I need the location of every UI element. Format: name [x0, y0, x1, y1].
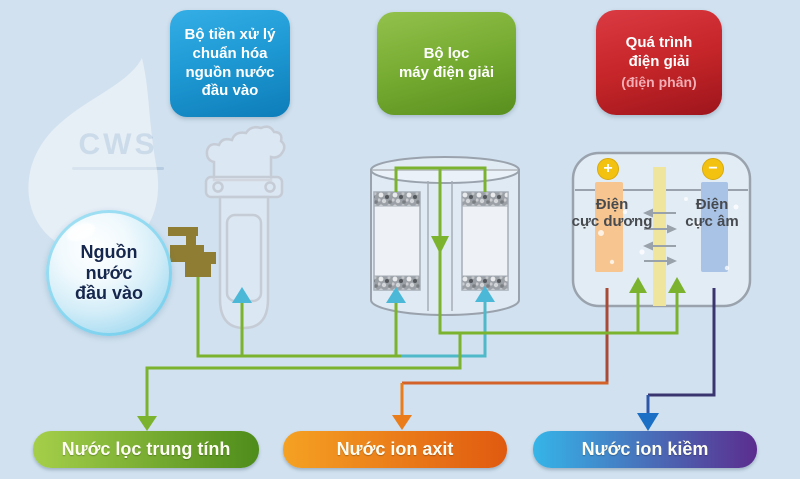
- prefilter-head: [205, 125, 286, 182]
- up-arrow-icon: [232, 287, 252, 303]
- alkaline-water-line: [637, 288, 716, 431]
- down-arrow-icon: [392, 415, 412, 430]
- prefilter-device: [204, 125, 286, 330]
- electrolysis-box-label: Quá trình điện giải: [625, 33, 693, 70]
- negative-terminal-icon: −: [702, 158, 724, 180]
- watermark-tagline-bar: [72, 167, 164, 170]
- output-alkaline-pill: Nước ion kiềm: [533, 431, 757, 468]
- inlet-arrows: [232, 286, 495, 303]
- up-arrow-icon: [629, 277, 647, 293]
- source-water-label: Nguồn nước đầu vào: [74, 242, 144, 304]
- electrolysis-chamber: [571, 151, 752, 308]
- prefilter-screw: [212, 181, 224, 193]
- watermark-logo-text: CWS: [58, 128, 178, 162]
- down-arrow-icon: [637, 413, 659, 431]
- watermark-drop: [28, 58, 159, 255]
- faucet-icon: [168, 227, 216, 277]
- electrolysis-box: Quá trình điện giải (điện phân): [596, 10, 722, 115]
- positive-terminal-icon: +: [597, 158, 619, 180]
- prefilter-body: [218, 195, 270, 330]
- center-tube: [427, 181, 453, 311]
- up-arrow-icon: [475, 286, 495, 302]
- filter-cartridge-left: [373, 191, 421, 291]
- positive-electrode-bar: [595, 182, 623, 272]
- positive-electrode-label: Điện cực dương: [571, 196, 653, 231]
- granule-cap: [373, 275, 421, 291]
- prefilter-screw: [264, 181, 276, 193]
- output-acid-pill: Nước ion axit: [283, 431, 507, 468]
- up-arrow-icon: [386, 287, 406, 303]
- up-arrow-icon: [668, 277, 686, 293]
- ion-exchange-arrows: [643, 208, 677, 266]
- acid-water-line: [392, 288, 609, 430]
- neutral-water-line: [137, 333, 462, 431]
- output-alkaline-label: Nước ion kiềm: [581, 439, 709, 459]
- feed-water-line: [196, 277, 487, 358]
- down-arrow-icon: [431, 236, 449, 254]
- negative-electrode-bar: [701, 182, 728, 272]
- membrane-bar: [653, 167, 666, 306]
- output-neutral-pill: Nước lọc trung tính: [33, 431, 259, 468]
- filtered-water-line: [394, 166, 686, 335]
- granule-cap: [461, 191, 509, 207]
- output-neutral-label: Nước lọc trung tính: [61, 439, 231, 459]
- filter-box: Bộ lọc máy điện giải: [377, 12, 516, 115]
- filter-box-label: Bộ lọc máy điện giải: [398, 44, 495, 81]
- negative-electrode-label: Điện cực âm: [685, 196, 739, 231]
- chamber-bubbles: [598, 197, 739, 271]
- prefilter-bracket: [204, 175, 284, 199]
- down-arrow-icon: [137, 416, 157, 431]
- pretreatment-box-label: Bộ tiền xử lý chuẩn hóa nguồn nước đầu v…: [184, 25, 276, 100]
- output-acid-label: Nước ion axit: [336, 439, 454, 459]
- filter-cartridge-right: [461, 191, 509, 291]
- granule-cap: [373, 191, 421, 207]
- pretreatment-box: Bộ tiền xử lý chuẩn hóa nguồn nước đầu v…: [170, 10, 290, 117]
- electrolysis-box-sublabel: (điện phân): [621, 73, 697, 90]
- source-water-bubble: Nguồn nước đầu vào: [46, 210, 172, 336]
